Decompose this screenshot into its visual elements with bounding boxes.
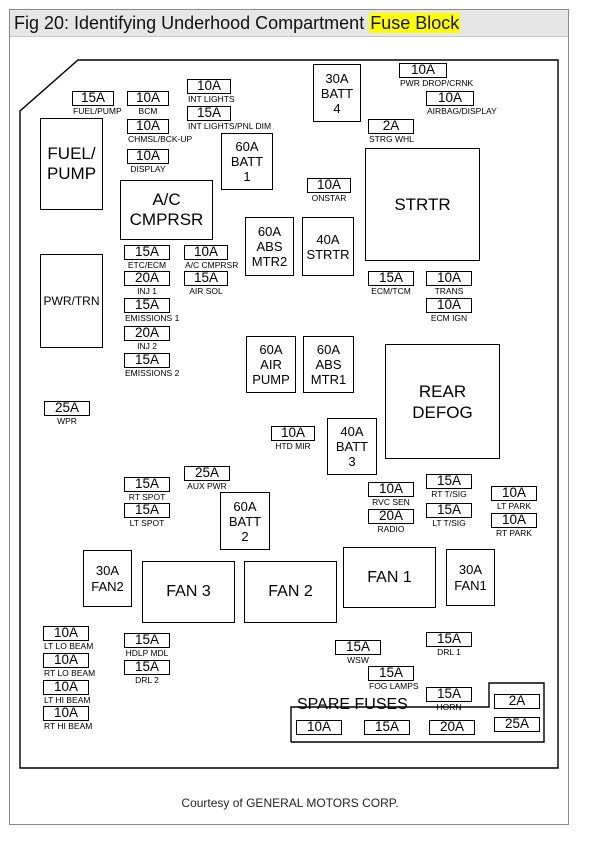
spare-fuse-15a: 15A bbox=[364, 720, 410, 735]
spare-fuse-25a: 25A bbox=[494, 717, 540, 732]
maxi-fuse-batt2: 60A BATT 2 bbox=[220, 492, 270, 550]
maxi-fuse-fan2: 30A FAN2 bbox=[83, 550, 132, 607]
spare-fuse-20a: 20A bbox=[429, 720, 475, 735]
maxi-fuse-abs-mtr2: 60A ABS MTR2 bbox=[245, 217, 294, 276]
maxi-fuse-strtr: 40A STRTR bbox=[302, 217, 354, 276]
maxi-fuse-abs-mtr1: 60A ABS MTR1 bbox=[303, 336, 354, 393]
relay-fuel-pump: FUEL/ PUMP bbox=[40, 118, 103, 210]
relay-fan3: FAN 3 bbox=[142, 561, 235, 623]
figure-title: Fig 20: Identifying Underhood Compartmen… bbox=[10, 10, 568, 37]
relay-strtr: STRTR bbox=[365, 148, 480, 261]
relay-rear-defog: REAR DEFOG bbox=[385, 344, 500, 459]
maxi-fuse-batt4: 30A BATT 4 bbox=[313, 64, 361, 122]
figure-title-highlight: Fuse Block bbox=[369, 13, 461, 33]
maxi-fuse-batt1: 60A BATT 1 bbox=[221, 133, 273, 190]
spare-fuses-title: SPARE FUSES bbox=[297, 696, 408, 713]
relay-fan2: FAN 2 bbox=[244, 561, 337, 623]
maxi-fuse-air-pump: 60A AIR PUMP bbox=[246, 336, 296, 393]
maxi-fuse-batt3: 40A BATT 3 bbox=[327, 418, 377, 475]
figure-title-text: Fig 20: Identifying Underhood Compartmen… bbox=[14, 13, 370, 33]
courtesy-note: Courtesy of GENERAL MOTORS CORP. bbox=[181, 796, 399, 810]
relay-ac-cmprsr: A/C CMPRSR bbox=[120, 180, 213, 240]
relay-fan1: FAN 1 bbox=[343, 547, 436, 608]
relay-pwr-trn: PWR/TRN bbox=[40, 254, 103, 348]
spare-fuse-2a: 2A bbox=[494, 694, 540, 709]
maxi-fuse-fan1: 30A FAN1 bbox=[446, 549, 495, 606]
spare-fuse-10a: 10A bbox=[296, 720, 342, 735]
